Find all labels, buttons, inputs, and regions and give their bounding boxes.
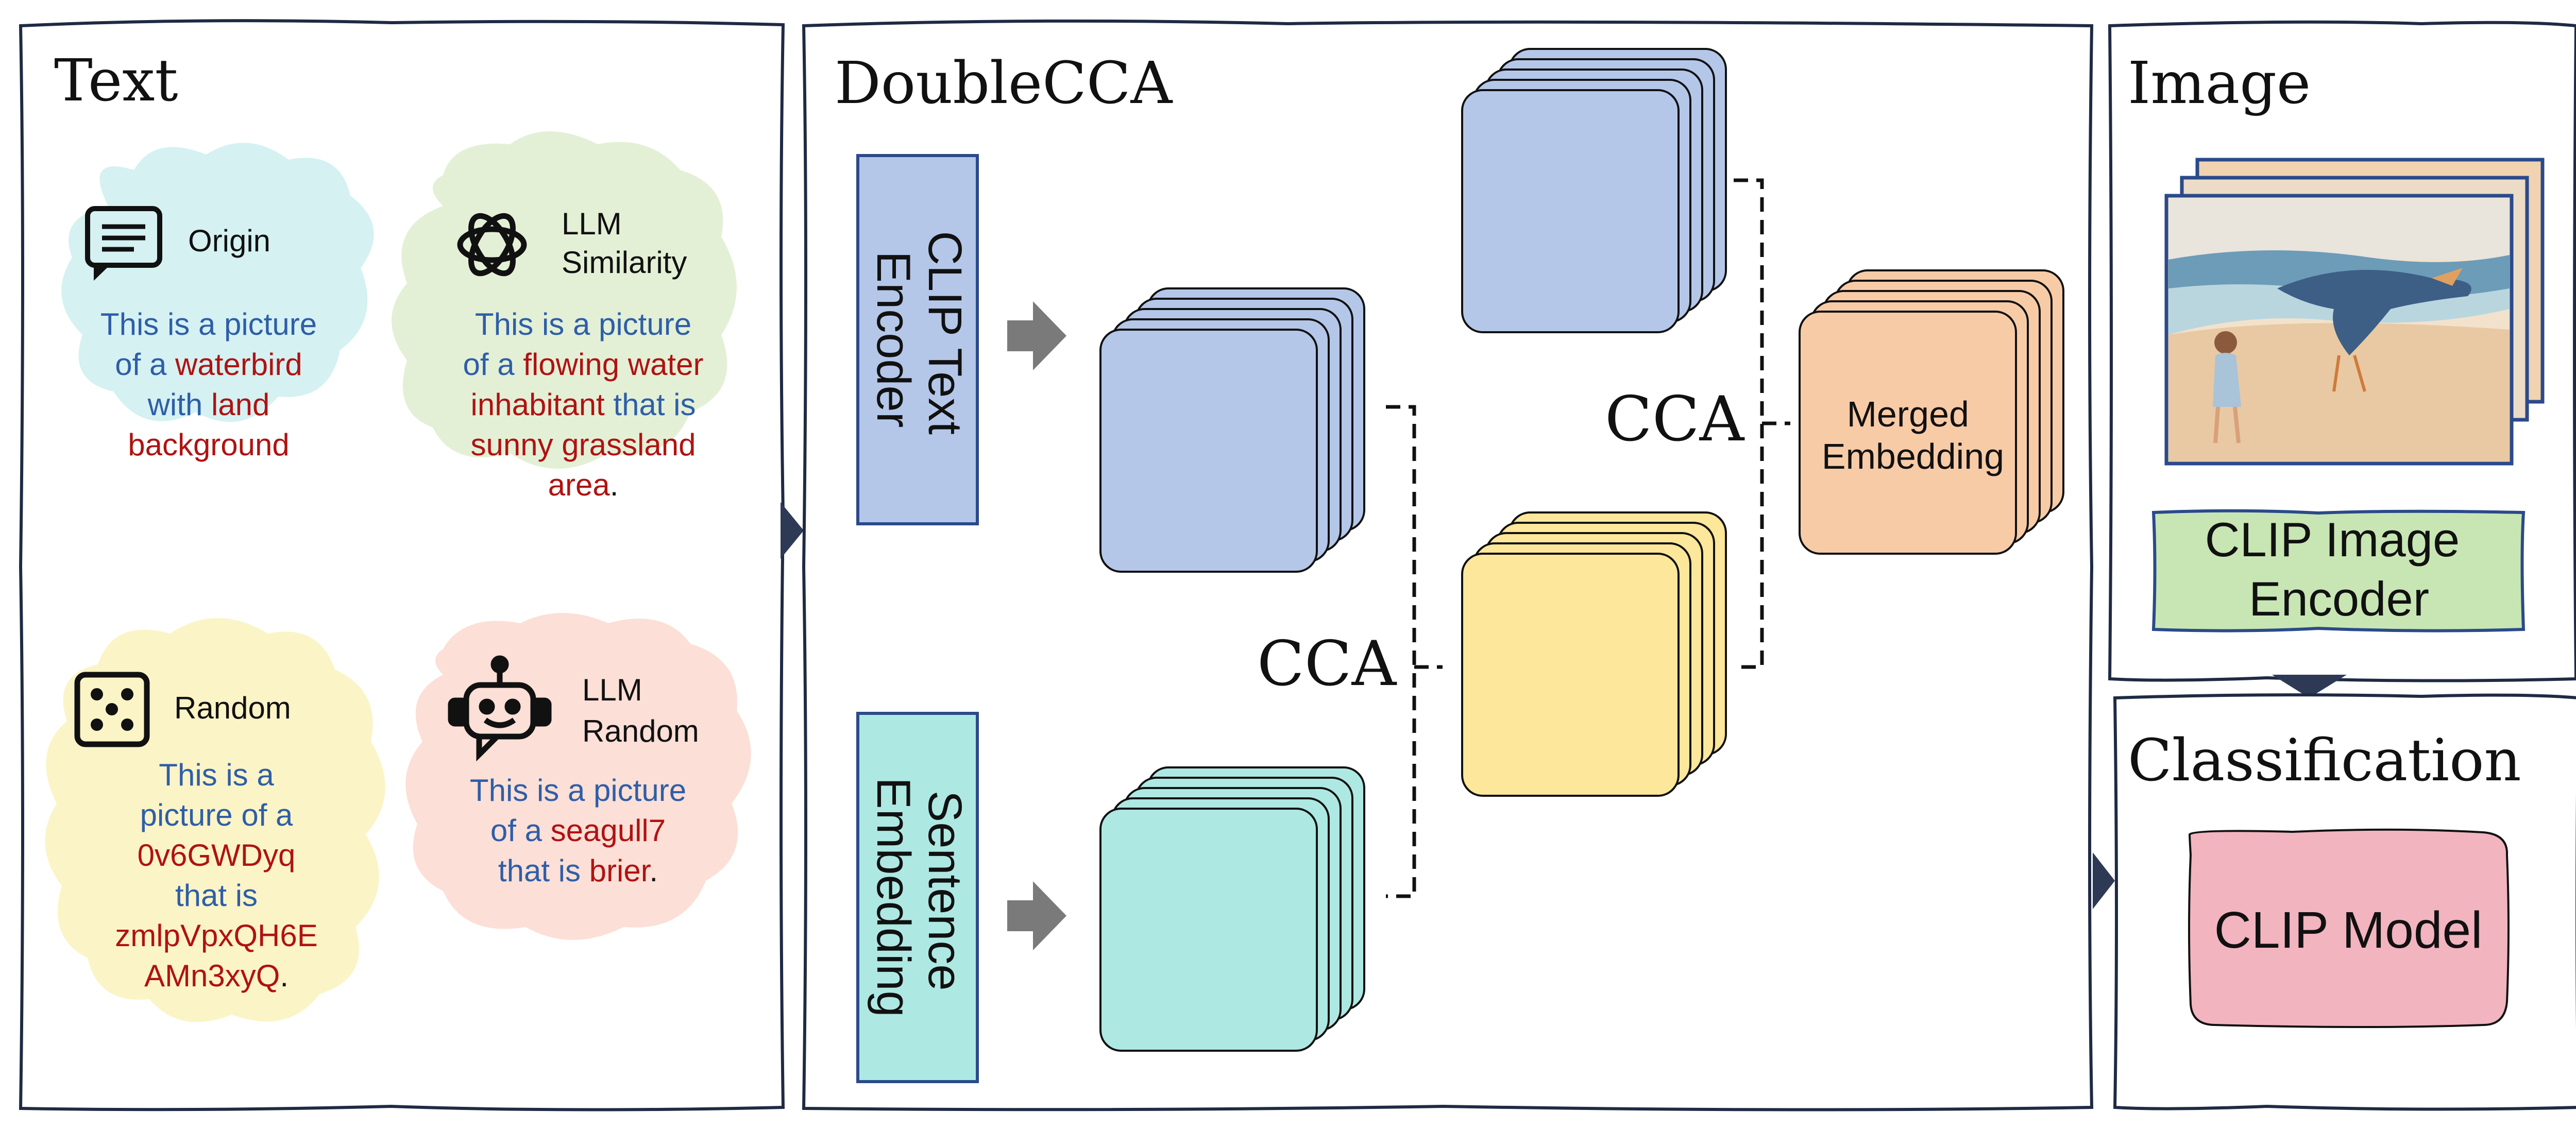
cca-label-lower: CCA [1257,628,1397,700]
sentence-line: This is a [159,758,274,792]
right-arrow-icon [1007,301,1066,370]
sentence-segment: . [610,468,619,502]
cca-projected-text-stack [1461,48,1727,333]
sentence-line: area. [548,468,619,502]
cca-joint-embedding-stack [1461,511,1727,797]
llm-similarity-sentence: This is a picture of a flowing water inhab… [463,307,704,502]
sentence-line: This is a picture [470,773,686,808]
sentence-line: zmlpVpxQH6E [115,918,317,953]
llm-similarity-label: LLM Similarity [562,207,687,280]
robot-icon [448,655,552,762]
sentence-line: This is a picture [100,307,317,341]
sentence-segment: of a [490,813,551,848]
sentence-segment: This is a picture [470,773,686,808]
llm-random-cloud: LLM Random This is a picture of a seagull… [405,613,751,940]
sentence-embedding-box: Sentence Embedding [856,712,979,1083]
sentence-segment: This is a picture [475,307,691,341]
sentence-line: of a waterbird [115,347,302,382]
watercolor-beach-bird-image [2164,194,2514,466]
panel-connector-arrow-icon [781,502,804,559]
sentence-segment: . [649,853,658,888]
sentence-line: of a flowing water [463,347,704,382]
sentence-segment: zmlpVpxQH6E [115,918,317,953]
sentence-segment: that is [498,853,589,888]
sentence-line: 0v6GWDyq [138,838,296,873]
sentence-embedding-stack [1099,766,1365,1052]
random-sentence: This is a picture of a 0v6GWDyq that is zmlp… [115,758,317,993]
dice-icon [74,672,150,747]
text-embedding-stack [1099,287,1365,573]
sentence-segment: AMn3xyQ [144,959,280,993]
right-arrow-icon [1007,881,1066,950]
image-stack [2164,158,2545,466]
sentence-segment: brier [589,853,651,888]
random-label: Random [174,691,291,725]
doublecca-panel-title: DoubleCCA [835,50,1173,117]
sentence-segment: waterbird [175,347,302,382]
sentence-line: with land [147,387,270,422]
clip-image-encoder-box: CLIP Image Encoder [2151,509,2526,632]
sentence-line: AMn3xyQ. [144,959,289,993]
sentence-segment: inhabitant [471,387,605,422]
sentence-line: background [128,427,290,462]
sentence-segment: This is a [159,758,274,792]
panel-connector-arrow-icon [2093,852,2115,909]
down-connector-arrow-icon [2272,675,2347,698]
clip-text-encoder-box: CLIP Text Encoder [856,154,979,525]
llm-similarity-cloud: LLM Similarity This is a picture of a flo… [392,131,737,502]
cca-bracket-upper [1734,178,1790,669]
cca-bracket-lower [1386,405,1443,898]
sentence-segment: sunny grassland [471,427,696,462]
llm-random-label: LLM Random [582,673,699,748]
sentence-segment: that is [175,878,258,913]
sentence-line: sunny grassland [471,427,696,462]
sentence-segment: . [280,959,289,993]
sentence-segment: picture of a [140,798,293,832]
clip-image-encoder-label: CLIP Image Encoder [2205,512,2473,626]
sentence-segment: that is [605,387,696,422]
sentence-line: of a seagull7 [490,813,666,848]
origin-label: Origin [188,224,270,258]
clip-text-encoder-label: CLIP Text Encoder [867,231,971,448]
clip-model-label: CLIP Model [2214,901,2483,959]
doublecca-panel: DoubleCCA [802,19,2115,1111]
sentence-segment: seagull7 [551,813,666,848]
sentence-segment: background [128,427,290,462]
sentence-segment: with [147,387,211,422]
clip-model-box: CLIP Model [2188,828,2510,1028]
classification-panel-title: Classification [2128,727,2521,794]
openai-logo-icon [457,213,527,277]
sentence-line: that is [175,878,258,913]
sentence-segment: flowing water [523,347,703,382]
sentence-segment: of a [463,347,523,382]
chat-bubble-icon [85,206,162,281]
sentence-line: This is a picture [475,307,691,341]
sentence-embedding-label: Sentence Embedding [867,777,971,1017]
sentence-segment: This is a picture [100,307,317,341]
sentence-segment: area [548,468,611,502]
merged-embedding-label: Merged Embedding [1822,394,2004,476]
origin-cloud: Origin This is a picture of a waterbird wi… [61,143,374,462]
llm-random-sentence: This is a picture of a seagull7 that is br… [470,773,686,888]
text-panel-title: Text [54,47,178,114]
cca-label-upper: CCA [1605,384,1745,455]
merged-embedding-stack: Merged Embedding [1799,269,2064,555]
sentence-line: inhabitant that is [471,387,696,422]
sentence-segment: 0v6GWDyq [138,838,296,873]
origin-sentence: This is a picture of a waterbird with land… [100,307,317,462]
sentence-line: that is brier. [498,853,658,888]
sentence-line: picture of a [140,798,293,832]
sentence-segment: land [211,387,269,422]
image-panel-title: Image [2128,50,2311,117]
random-cloud: Random This is a picture of a 0v6GWDyq that… [45,618,385,1022]
sentence-segment: of a [115,347,175,382]
